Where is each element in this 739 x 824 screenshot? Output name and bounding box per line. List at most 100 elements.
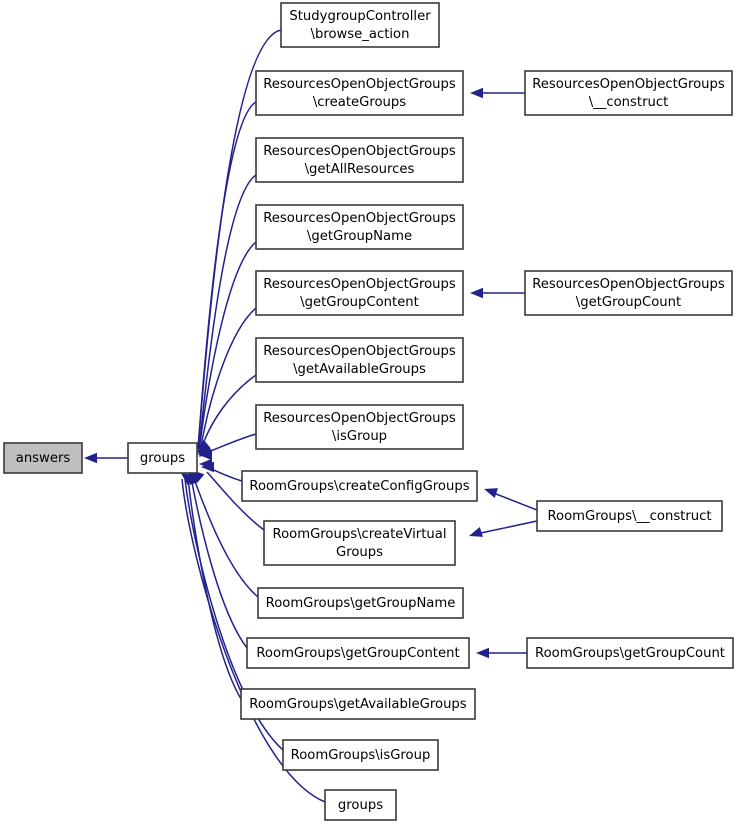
node-label: ResourcesOpenObjectGroups xyxy=(263,277,456,292)
edge-line xyxy=(490,491,538,511)
edge-line xyxy=(198,241,257,452)
graph-node-resourcesopenobjectgroups-getgroupcontent[interactable]: ResourcesOpenObjectGroups \getGroupConten… xyxy=(255,270,464,316)
node-label: \getGroupName xyxy=(307,229,412,244)
node-label: \browse_action xyxy=(311,27,410,42)
graph-edge xyxy=(470,287,525,299)
edge-arrowhead-icon xyxy=(201,461,214,473)
node-box[interactable] xyxy=(246,637,470,669)
node-box[interactable] xyxy=(282,739,439,771)
node-box[interactable] xyxy=(526,637,734,669)
node-label: RoomGroups\getAvailableGroups xyxy=(249,697,467,712)
node-box[interactable] xyxy=(255,70,464,116)
node-label: groups xyxy=(338,798,383,813)
graph-node-answers[interactable]: answers xyxy=(3,442,83,474)
node-label: ResourcesOpenObjectGroups xyxy=(532,277,725,292)
graph-edge xyxy=(469,520,538,537)
graph-node-resourcesopenobjectgroups-getgroupcount[interactable]: ResourcesOpenObjectGroups \getGroupCount xyxy=(524,270,733,316)
edge-line xyxy=(190,476,248,649)
graph-edge xyxy=(84,452,128,464)
node-box[interactable] xyxy=(241,470,478,502)
node-box[interactable] xyxy=(257,587,464,619)
node-box[interactable] xyxy=(255,404,464,450)
node-label: \getGroupContent xyxy=(300,295,419,310)
node-label: RoomGroups\__construct xyxy=(547,509,711,524)
node-label: \getAvailableGroups xyxy=(293,362,426,377)
node-label: ResourcesOpenObjectGroups xyxy=(263,77,456,92)
node-label: \getAllResources xyxy=(305,162,415,177)
edge-line xyxy=(204,433,257,454)
node-label: \getGroupCount xyxy=(576,295,681,310)
node-box[interactable] xyxy=(536,500,723,532)
graph-edge xyxy=(484,488,538,511)
edge-line xyxy=(199,374,257,454)
edge-line xyxy=(475,520,538,535)
edge-arrowhead-icon xyxy=(181,473,195,486)
graph-node-studygroupcontroller-browse-action[interactable]: StudygroupController \browse_action xyxy=(280,2,440,48)
graph-edge xyxy=(199,458,243,482)
graph-node-roomgroups-construct[interactable]: RoomGroups\__construct xyxy=(536,500,723,532)
node-box[interactable] xyxy=(255,204,464,250)
node-box[interactable] xyxy=(524,70,733,116)
node-box[interactable] xyxy=(3,442,83,474)
graph-node-resourcesopenobjectgroups-getallresources[interactable]: ResourcesOpenObjectGroups \getAllResource… xyxy=(255,137,464,183)
node-box[interactable] xyxy=(263,520,456,566)
graph-node-roomgroups-isgroup[interactable]: RoomGroups\isGroup xyxy=(282,739,439,771)
node-label: RoomGroups\createVirtual xyxy=(273,527,447,542)
graph-node-resourcesopenobjectgroups-creategroups[interactable]: ResourcesOpenObjectGroups\createGroups xyxy=(255,70,464,116)
node-label: RoomGroups\getGroupCount xyxy=(535,646,725,661)
graph-node-groups-root[interactable]: groups xyxy=(127,442,198,474)
node-box[interactable] xyxy=(240,688,476,720)
graph-node-resourcesopenobjectgroups-construct[interactable]: ResourcesOpenObjectGroups \__construct xyxy=(524,70,733,116)
node-box[interactable] xyxy=(524,270,733,316)
node-label: StudygroupController xyxy=(289,9,431,24)
nodes-layer: answers groups StudygroupController \browse… xyxy=(3,2,734,821)
edge-line xyxy=(198,174,257,451)
graph-edge xyxy=(476,647,527,659)
node-box[interactable] xyxy=(324,789,397,821)
node-label: ResourcesOpenObjectGroups xyxy=(263,144,456,159)
edge-arrowhead-icon xyxy=(470,87,483,99)
node-label: ResourcesOpenObjectGroups xyxy=(263,211,456,226)
edge-line xyxy=(184,478,284,751)
graph-edge xyxy=(201,461,265,531)
node-label: \isGroup xyxy=(332,429,387,444)
graph-node-resourcesopenobjectgroups-isgroup[interactable]: ResourcesOpenObjectGroups\isGroup xyxy=(255,404,464,450)
edge-line xyxy=(187,477,242,700)
edge-line xyxy=(197,101,257,450)
edge-line xyxy=(192,475,259,598)
graph-node-resourcesopenobjectgroups-getgroupname[interactable]: ResourcesOpenObjectGroups \getGroupName xyxy=(255,204,464,250)
graph-node-resourcesopenobjectgroups-getavailablegroups[interactable]: ResourcesOpenObjectGroups \getAvailableGr… xyxy=(255,337,464,383)
node-label: answers xyxy=(16,451,71,466)
graph-node-groups-leaf[interactable]: groups xyxy=(324,789,397,821)
graph-node-roomgroups-getgroupcount[interactable]: RoomGroups\getGroupCount xyxy=(526,637,734,669)
node-label: \__construct xyxy=(589,95,669,110)
edge-arrowhead-icon xyxy=(84,452,97,464)
node-box[interactable] xyxy=(255,270,464,316)
edge-arrowhead-icon xyxy=(199,449,212,461)
node-box[interactable] xyxy=(255,137,464,183)
graph-node-roomgroups-getgroupcontent[interactable]: RoomGroups\getGroupContent xyxy=(246,637,470,669)
node-label: ResourcesOpenObjectGroups xyxy=(263,344,456,359)
edge-arrowhead-icon xyxy=(484,488,498,498)
node-box[interactable] xyxy=(255,337,464,383)
graph-edge xyxy=(198,174,257,454)
node-label: Groups xyxy=(336,545,383,560)
graph-node-roomgroups-getgroupname[interactable]: RoomGroups\getGroupName xyxy=(257,587,464,619)
edge-arrowhead-icon xyxy=(469,527,483,537)
edge-arrowhead-icon xyxy=(476,647,489,659)
node-label: RoomGroups\createConfigGroups xyxy=(249,479,469,494)
node-label: groups xyxy=(140,451,185,466)
edge-line xyxy=(206,471,265,531)
graph-edge xyxy=(470,87,525,99)
edge-line xyxy=(199,307,257,453)
node-box[interactable] xyxy=(280,2,440,48)
node-box[interactable] xyxy=(127,442,198,474)
graph-node-roomgroups-createconfiggroups[interactable]: RoomGroups\createConfigGroups xyxy=(241,470,478,502)
node-label: ResourcesOpenObjectGroups xyxy=(532,77,725,92)
edge-arrowhead-icon xyxy=(470,287,483,299)
graph-node-roomgroups-getavailablegroups[interactable]: RoomGroups\getAvailableGroups xyxy=(240,688,476,720)
node-label: RoomGroups\isGroup xyxy=(291,748,431,763)
